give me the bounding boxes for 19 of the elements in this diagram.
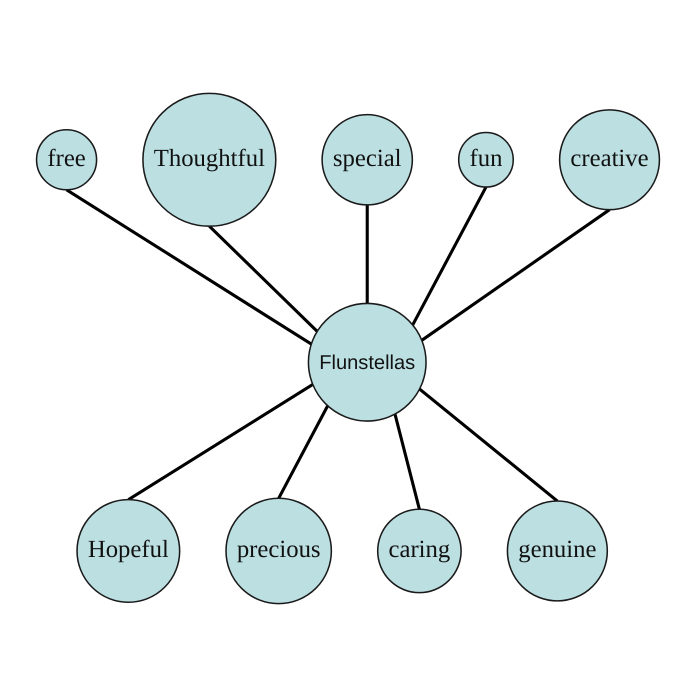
connector xyxy=(66,188,312,345)
connector xyxy=(208,224,318,332)
connector xyxy=(128,382,314,500)
node-circle: caring xyxy=(376,508,462,593)
node-circle: Flunstellas xyxy=(308,302,427,422)
node-circle: Thoughtful xyxy=(142,92,277,226)
node-circle: genuine xyxy=(506,500,608,602)
connector xyxy=(366,204,369,303)
node-circle: fun xyxy=(458,131,514,188)
connector xyxy=(418,387,558,502)
node-circle: Hopeful xyxy=(76,498,180,603)
node-circle: creative xyxy=(558,108,660,210)
node-circle: special xyxy=(321,113,414,206)
node-circle: precious xyxy=(225,497,332,604)
connector xyxy=(420,208,610,342)
node-circle: free xyxy=(36,128,98,190)
connector xyxy=(277,404,330,499)
connector xyxy=(411,186,488,326)
connector xyxy=(394,413,421,510)
